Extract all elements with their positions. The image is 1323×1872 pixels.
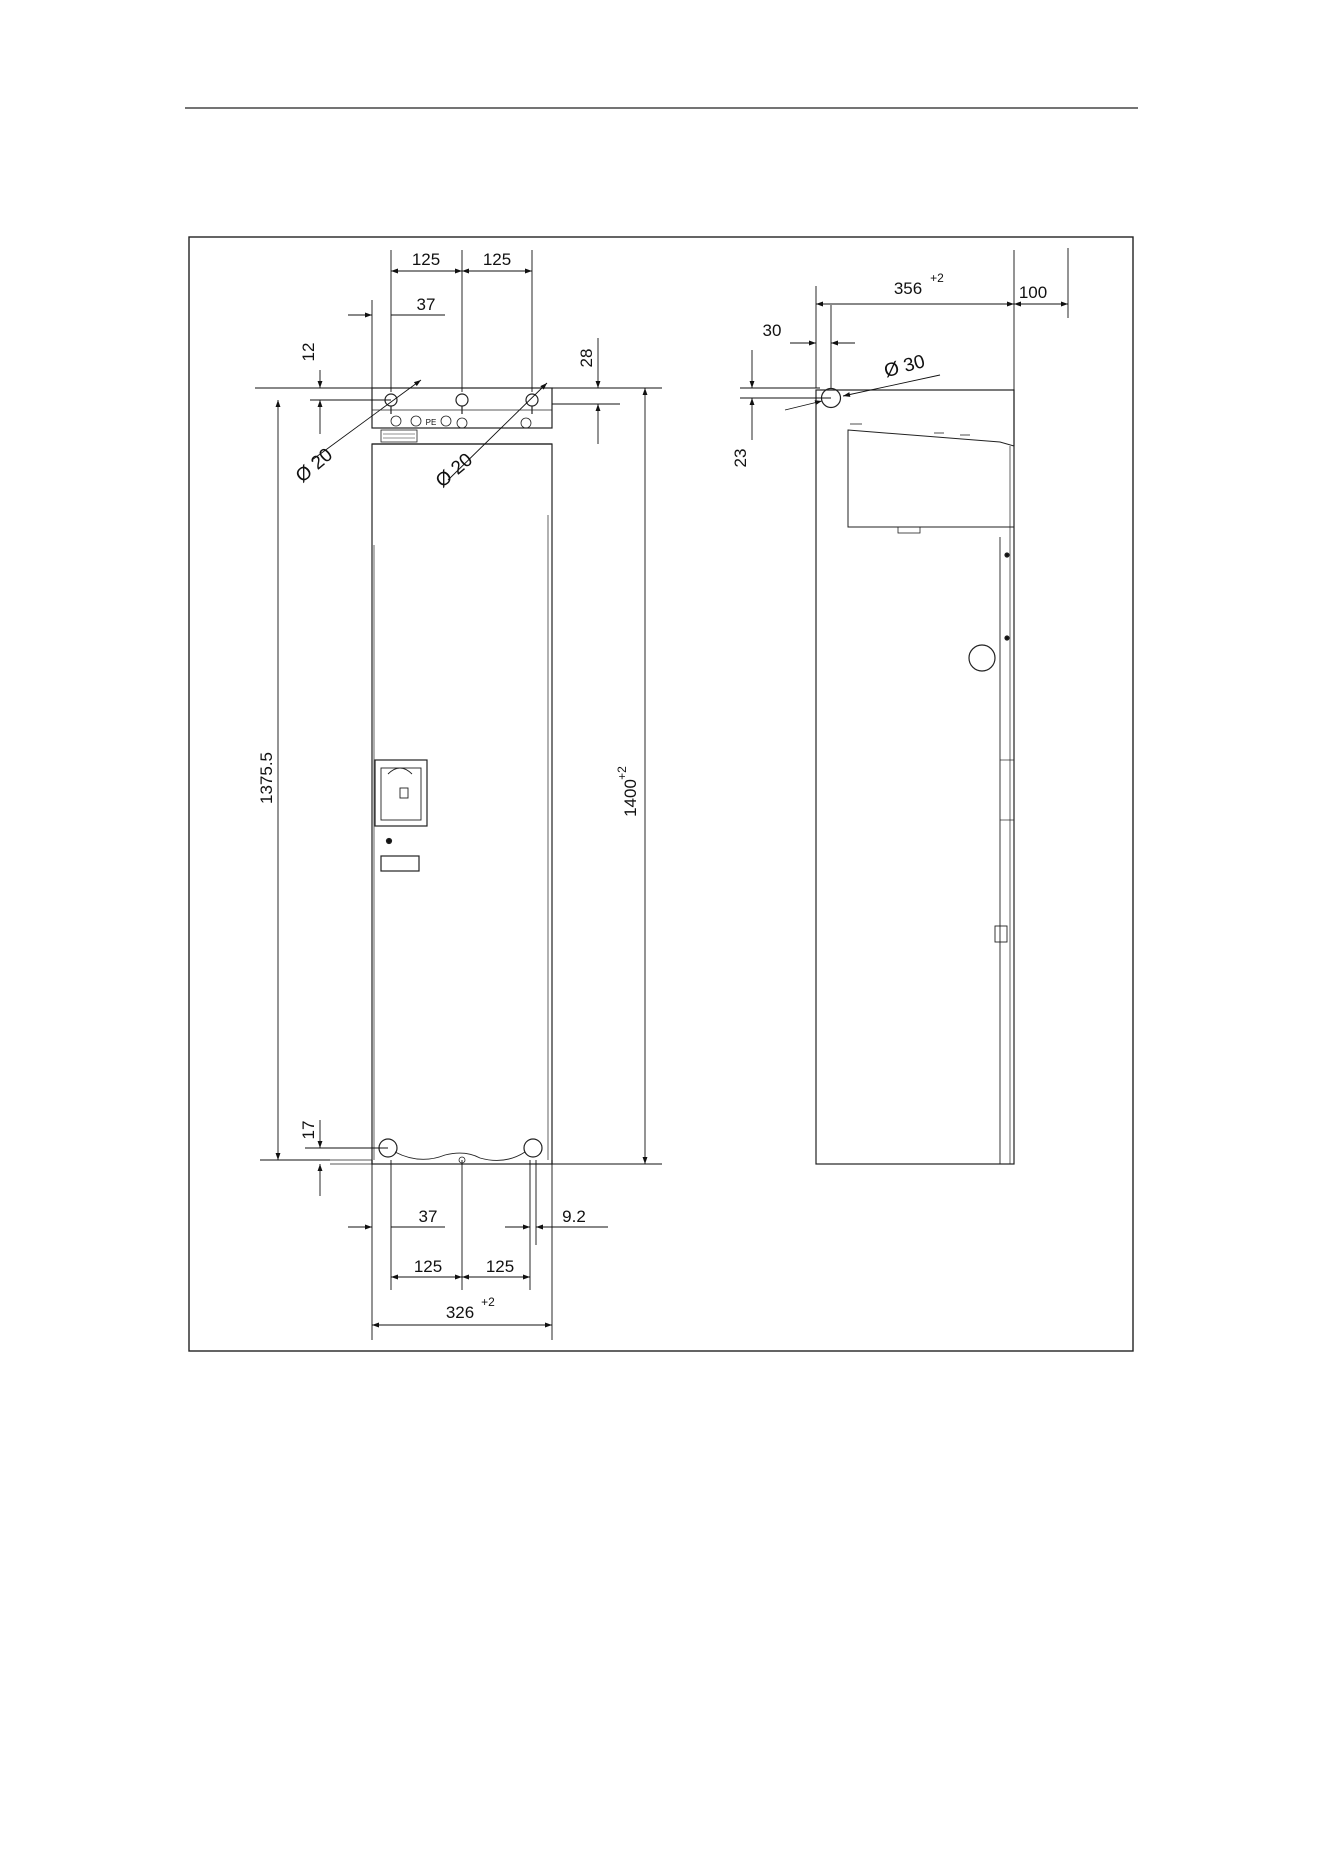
dim-top-vertical-right: 28 xyxy=(577,349,596,368)
status-led xyxy=(387,839,392,844)
operator-panel xyxy=(375,760,427,826)
label-plate xyxy=(381,856,419,871)
front-enclosure xyxy=(372,444,552,1164)
front-view xyxy=(330,388,552,1164)
drawing-frame xyxy=(189,237,1133,1351)
side-dimensions xyxy=(740,248,1068,446)
dim-height-inner: 1375.5 xyxy=(257,752,276,804)
dim-width-tolerance: +2 xyxy=(481,1295,495,1309)
front-dimensions xyxy=(255,250,662,1340)
dim-side-depth: 356 xyxy=(894,279,922,298)
dim-bottom-pitch-right: 125 xyxy=(486,1257,514,1276)
dim-hole-diameter-left: Ø 20 xyxy=(292,445,337,488)
side-enclosure xyxy=(816,390,1014,1164)
side-view xyxy=(816,389,1014,1165)
side-knob xyxy=(969,645,995,671)
dim-hole-diameter-right: Ø 20 xyxy=(432,450,477,493)
dim-height-total: 1400 xyxy=(621,779,640,817)
keyhole-slot xyxy=(385,394,397,414)
dim-bottom-right-offset: 9.2 xyxy=(562,1207,586,1226)
dim-top-pitch-right: 125 xyxy=(483,250,511,269)
keyhole-slot xyxy=(456,394,468,414)
bottom-hole xyxy=(524,1139,542,1157)
dim-bottom-edge-offset: 37 xyxy=(419,1207,438,1226)
dim-side-hole-vertical: 23 xyxy=(731,449,750,468)
dim-side-clearance: 100 xyxy=(1019,283,1047,302)
dim-side-hole-horizontal: 30 xyxy=(763,321,782,340)
terminal-label: PE xyxy=(426,418,437,427)
dim-bottom-vertical: 17 xyxy=(299,1121,318,1140)
dim-top-vertical-left: 12 xyxy=(299,343,318,362)
dim-side-hole-diameter: Ø 30 xyxy=(882,351,927,382)
keyhole-slot xyxy=(526,394,538,414)
dim-width-total: 326 xyxy=(446,1303,474,1322)
dim-bottom-pitch-left: 125 xyxy=(414,1257,442,1276)
dim-side-depth-tolerance: +2 xyxy=(930,271,944,285)
dim-top-pitch-left: 125 xyxy=(412,250,440,269)
dim-top-edge-offset: 37 xyxy=(417,295,436,314)
dim-height-tolerance: +2 xyxy=(615,766,629,780)
